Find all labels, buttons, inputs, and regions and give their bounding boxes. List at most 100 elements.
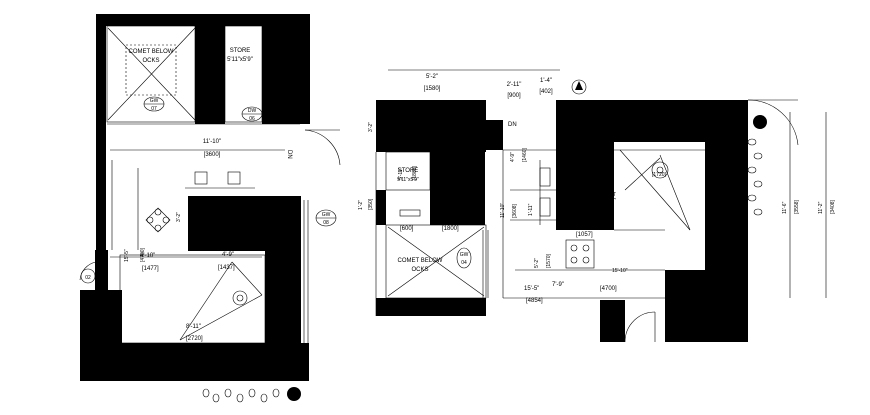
left-dw-tag: DW 06 (241, 106, 263, 122)
left-dim-3-2: 3'-2" (176, 212, 182, 222)
right-floor-plan: GW 05 GW 04 STORE 5'11"x5'9" COMET BELOW… (358, 69, 836, 343)
right-dim-3558: [3558] (794, 199, 800, 214)
right-dim-15-5: 15'-5" (524, 286, 539, 292)
left-balcony (119, 254, 266, 344)
left-dim-3600: [3600] (204, 152, 221, 158)
right-dim-3608: [3608] (512, 203, 518, 218)
right-dim-402: [402] (539, 89, 553, 95)
right-store-dim: 5'11"x5'9" (397, 177, 419, 183)
svg-text:GW: GW (466, 156, 475, 162)
svg-text:05: 05 (467, 164, 473, 170)
right-dim-1460: [1460] (522, 147, 528, 162)
right-dim-600: [600] (400, 226, 414, 232)
right-dim-900: [900] (507, 93, 521, 99)
right-dim-3-2: 3'-2" (368, 122, 374, 132)
left-tree-icon (287, 387, 301, 401)
left-plant-symbol (232, 290, 248, 306)
left-dining-table (145, 207, 171, 233)
right-wall-southeast (665, 270, 748, 342)
svg-text:08: 08 (323, 220, 329, 226)
left-gw-08-tag: GW 08 (315, 209, 337, 227)
svg-text:04: 04 (461, 260, 467, 266)
right-door-swing-bottom (624, 311, 656, 343)
right-dining-table (565, 239, 595, 269)
right-dim-5-2: 5'-2" (426, 74, 438, 80)
left-dim-1437: [1437] (218, 265, 235, 271)
right-wall-core (556, 120, 614, 230)
left-stool-2 (227, 171, 241, 185)
left-wall-west-lower (95, 250, 108, 290)
right-north-marker (571, 79, 587, 95)
left-dn-label: DN (286, 150, 292, 159)
left-g2-tag: 02 (80, 268, 96, 284)
right-comet-label: COMET BELOW (398, 258, 443, 264)
left-comet-label: COMET BELOW (129, 49, 174, 55)
left-dim-2720: [2720] (186, 336, 203, 342)
right-dim-1057: [1057] (576, 232, 593, 238)
right-comet-room (385, 224, 487, 299)
left-ocks-label: OCKS (142, 58, 159, 64)
left-store-room (224, 25, 263, 123)
right-dim-1800b: [1800] (442, 226, 459, 232)
left-comet-room (106, 25, 196, 123)
right-dim-15-10: 15'-10" (612, 268, 628, 274)
left-wall-south (80, 343, 309, 381)
right-dim-1580: [1580] (424, 86, 441, 92)
right-dim-5-11: 5'-11" (398, 167, 404, 180)
right-dim-11-10: 11'-10" (500, 203, 506, 218)
left-wall-west-upper (96, 18, 106, 258)
svg-text:GW: GW (460, 252, 469, 258)
right-dim-11-6: 11'-6" (782, 201, 788, 214)
svg-text:GW: GW (150, 98, 159, 104)
right-wall-mid-divider (485, 120, 503, 150)
right-door-swing-top (747, 99, 799, 146)
svg-text:02: 02 (85, 275, 91, 281)
right-gw-05-tag: GW 05 (462, 151, 478, 173)
svg-text:07: 07 (151, 106, 157, 112)
right-dim-7-9: 7'-9" (552, 282, 564, 288)
left-wall-store-west (195, 14, 225, 124)
svg-text:GW: GW (322, 212, 331, 218)
right-dn-label: DN (508, 122, 517, 128)
right-dim-3408: [3408] (830, 199, 836, 214)
left-stool-1 (194, 171, 208, 185)
right-dim-4-8: 4'-8" (678, 272, 690, 278)
left-store-dim: 5'11"x5'9" (227, 57, 253, 63)
left-dim-11-10: 11'-10" (203, 139, 221, 145)
right-dim-4-9: 4'-9" (510, 152, 516, 162)
right-store-label: STORE (398, 168, 419, 174)
right-gw-04-tag: GW 04 (456, 247, 472, 269)
right-tree-icon (753, 115, 767, 129)
right-dim-1-2: 1'-2" (358, 200, 364, 210)
right-dim-11-2: 11'-2" (818, 201, 824, 214)
right-dim-1800: [1800] (412, 165, 418, 180)
left-floor-plan: GW 07 GW 08 DW 06 02 COMET BELOW OCKS ST… (79, 14, 341, 403)
right-dim-1-11: 1'-11" (528, 203, 534, 216)
left-store-label: STORE (230, 48, 251, 54)
right-ocks-label: OCKS (411, 267, 428, 273)
right-dim-5-2b: 5'-2" (534, 258, 540, 268)
right-wall-south-left (376, 298, 486, 316)
right-dim-2-11: 2'-11" (507, 82, 522, 88)
right-dim-4854: [4854] (526, 298, 543, 304)
left-wall-east-upper (262, 14, 310, 124)
right-chair-symbol (651, 161, 669, 179)
right-shrub-column (747, 115, 767, 216)
right-dim-1430: [1430] (676, 286, 693, 292)
right-dim-1720: [1720] (652, 172, 667, 178)
right-dim-1-4: 1'-4" (540, 78, 552, 84)
left-dim-4-9: 4'-9" (222, 252, 234, 258)
right-store-room (385, 151, 431, 191)
svg-text:DW: DW (248, 108, 257, 114)
left-dim-8-11: 8'-11" (186, 324, 201, 330)
right-wall-store-block (430, 140, 485, 225)
left-wall-east-lower (265, 196, 301, 371)
left-dim-1477: [1477] (142, 266, 159, 272)
right-wall-south-step (600, 300, 625, 342)
left-dim-4-10: 4'-10" (140, 253, 155, 259)
left-door-swing (304, 129, 341, 166)
right-dim-1570: [1570] (546, 253, 552, 268)
right-wall-west-mid (376, 190, 386, 225)
left-gw-07-tag: GW 07 (143, 96, 165, 112)
